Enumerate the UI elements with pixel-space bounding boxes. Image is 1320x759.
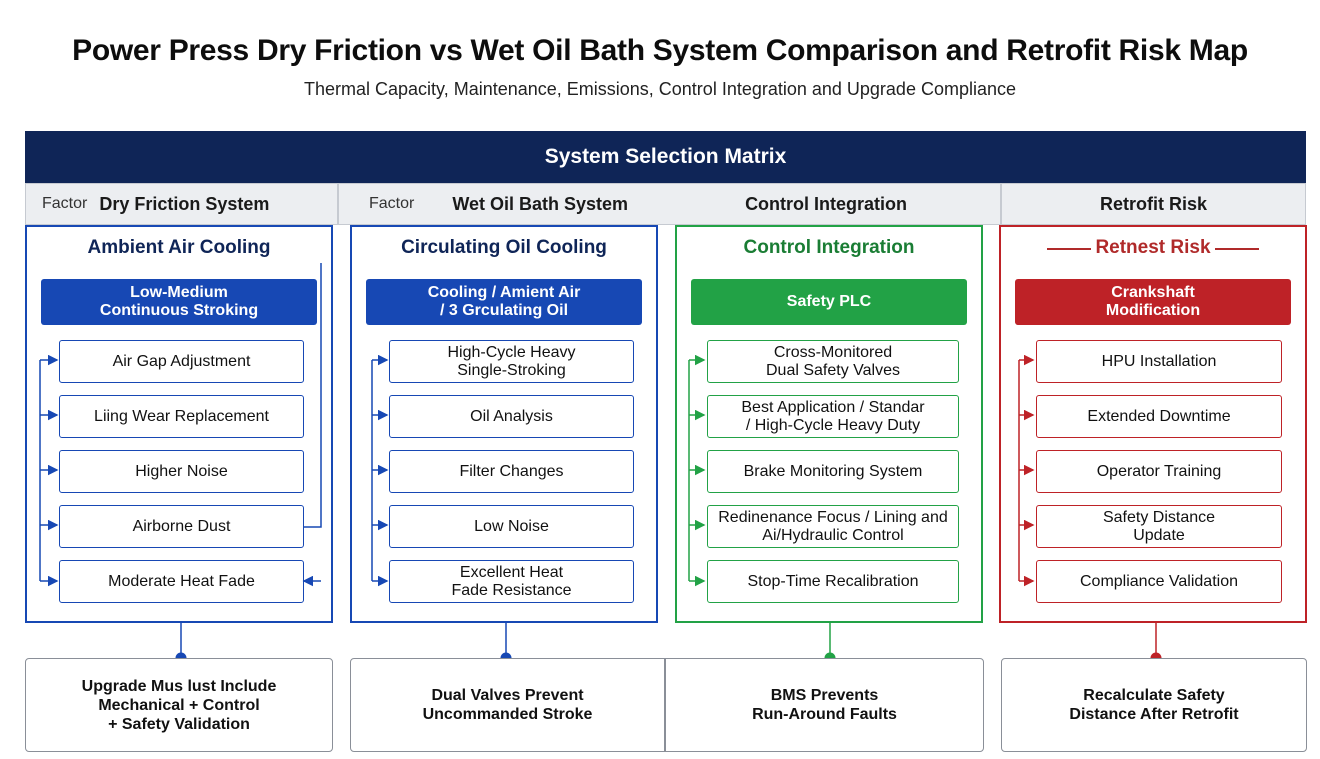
list-item: Redinenance Focus / Lining and Ai/Hydrau… xyxy=(707,505,959,548)
summary-text: Dual Valves Prevent Uncommanded Stroke xyxy=(422,687,593,723)
header-factor-label: Factor xyxy=(42,195,88,212)
summary-text: BMS Prevents Run-Around Faults xyxy=(752,687,897,723)
list-item: Compliance Validation xyxy=(1036,560,1282,603)
column-title: Retnest Risk xyxy=(1001,237,1305,259)
summary-text: Recalculate Safety Distance After Retrof… xyxy=(1069,687,1239,723)
page-subtitle: Thermal Capacity, Maintenance, Emissions… xyxy=(303,79,1017,99)
list-item: Extended Downtime xyxy=(1036,395,1282,438)
list-item: Safety Distance Update xyxy=(1036,505,1282,548)
list-item: Moderate Heat Fade xyxy=(59,560,304,603)
column-wet-oil: Circulating Oil Cooling Cooling / Amient… xyxy=(350,225,658,623)
list-item: Stop-Time Recalibration xyxy=(707,560,959,603)
list-item: Airborne Dust xyxy=(59,505,304,548)
header-factor-label: Factor xyxy=(369,195,415,212)
summary-box-combined: Dual Valves Prevent Uncommanded Stroke B… xyxy=(350,658,984,752)
column-control-integration: Control Integration Safety PLC Cross-Mon… xyxy=(675,225,983,623)
header-dry-friction-label: Dry Friction System xyxy=(99,193,270,214)
list-item: Operator Training xyxy=(1036,450,1282,493)
list-item: High-Cycle Heavy Single-Stroking xyxy=(389,340,634,383)
column-title: Circulating Oil Cooling xyxy=(401,237,607,258)
list-item: Liing Wear Replacement xyxy=(59,395,304,438)
header-control-label: Control Integration xyxy=(745,193,908,214)
summary-box-recalculate: Recalculate Safety Distance After Retrof… xyxy=(1001,658,1307,752)
summary-box-upgrade: Upgrade Mus lust Include Mechanical + Co… xyxy=(25,658,333,752)
column-head-box: Safety PLC xyxy=(691,279,967,325)
list-item: Air Gap Adjustment xyxy=(59,340,304,383)
list-item: Higher Noise xyxy=(59,450,304,493)
column-head-box: Cooling / Amient Air / 3 Grculating Oil xyxy=(366,279,642,325)
header-wet-oil-label: Wet Oil Bath System xyxy=(452,193,629,214)
summary-divider xyxy=(664,659,666,751)
column-dry-friction: Ambient Air Cooling Low-Medium Continuou… xyxy=(25,225,333,623)
list-item: Excellent Heat Fade Resistance xyxy=(389,560,634,603)
header-wet-oil-control: Factor Wet Oil Bath System Control Integ… xyxy=(338,183,1001,225)
column-head-box: Low-Medium Continuous Stroking xyxy=(41,279,317,325)
header-retrofit-risk: Retrofit Risk xyxy=(1001,183,1306,225)
matrix-title-banner: System Selection Matrix xyxy=(25,131,1306,183)
list-item: Cross-Monitored Dual Safety Valves xyxy=(707,340,959,383)
list-item: Brake Monitoring System xyxy=(707,450,959,493)
column-title: Ambient Air Cooling xyxy=(87,237,271,258)
page-title: Power Press Dry Friction vs Wet Oil Bath… xyxy=(72,34,1248,67)
summary-text: Upgrade Mus lust Include Mechanical + Co… xyxy=(81,677,277,733)
list-item: Low Noise xyxy=(389,505,634,548)
list-item: HPU Installation xyxy=(1036,340,1282,383)
list-item: Filter Changes xyxy=(389,450,634,493)
column-retrofit-risk: Retnest Risk Crankshaft Modification HPU… xyxy=(999,225,1307,623)
header-dry-friction: Factor Dry Friction System xyxy=(25,183,338,225)
list-item: Best Application / Standar / High-Cycle … xyxy=(707,395,959,438)
header-retrofit-label: Retrofit Risk xyxy=(1099,193,1207,214)
column-head-box: Crankshaft Modification xyxy=(1015,279,1291,325)
list-item: Oil Analysis xyxy=(389,395,634,438)
column-title: Control Integration xyxy=(743,237,915,258)
